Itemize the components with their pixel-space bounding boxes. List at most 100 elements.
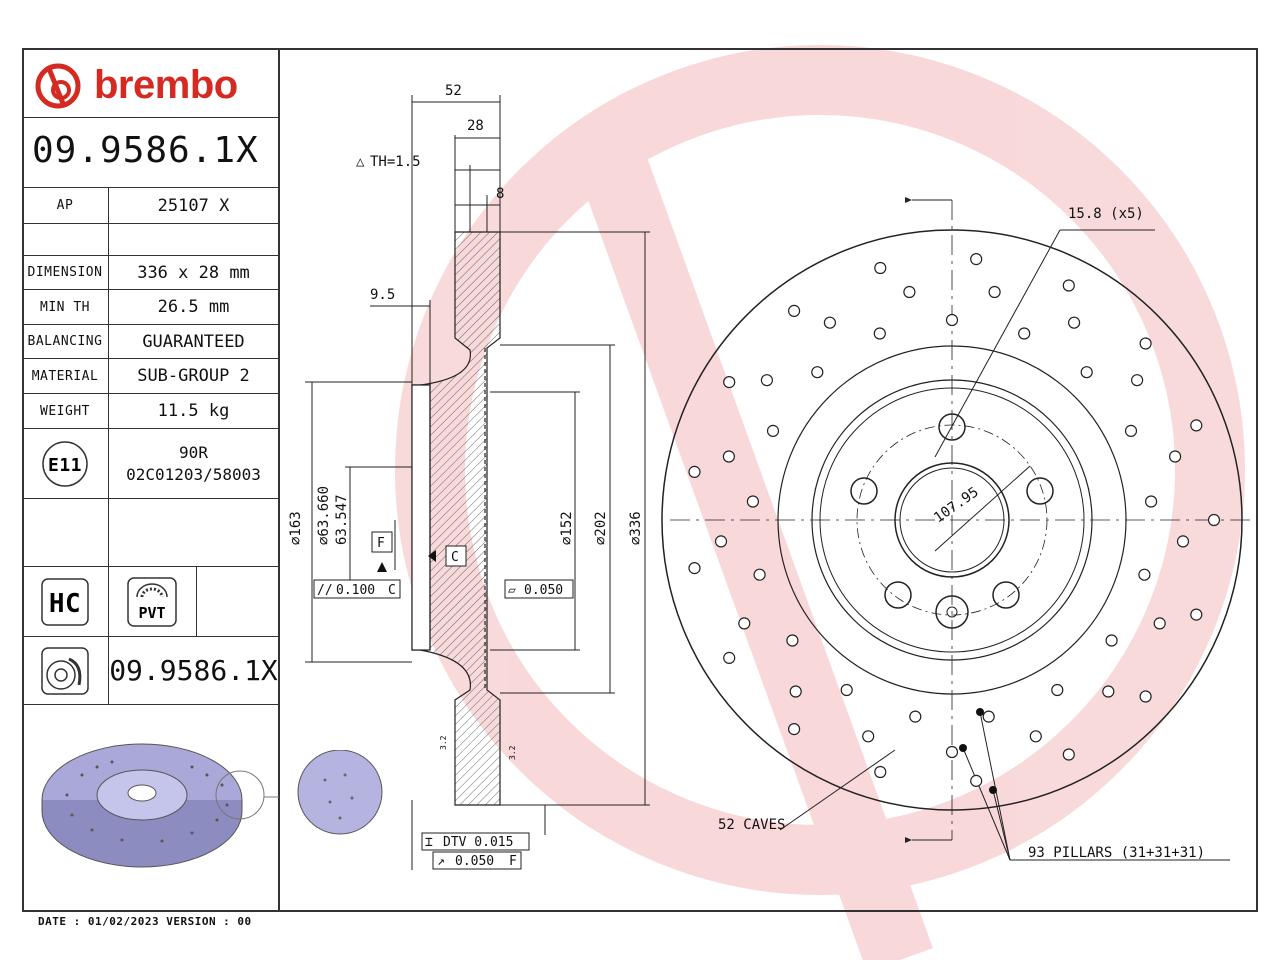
drill-hole	[1190, 419, 1203, 432]
dimension-lines	[305, 95, 650, 870]
homologation-text: 90R 02C01203/58003	[108, 429, 279, 498]
front-view-labels: 15.8 (x5) 107.95 52 CAVES 93 PILLARS (31…	[718, 206, 1205, 861]
datum-c: C	[451, 550, 459, 565]
parallel-icon: //	[317, 583, 333, 598]
brembo-logo-icon	[35, 63, 81, 109]
homologation-line2: 02C01203/58003	[126, 464, 261, 484]
spec-label: BALANCING	[22, 325, 109, 358]
part-number: 09.9586.1X	[32, 130, 259, 171]
pvt-cell: PVT	[108, 567, 197, 636]
homologation-line1: 90R	[179, 442, 208, 462]
spec-value: 25107 X	[157, 195, 230, 216]
brand-name: brembo	[94, 62, 238, 107]
drill-hole	[1176, 535, 1190, 548]
datum-boxes	[313, 531, 574, 870]
hc-badge: HC	[49, 589, 81, 619]
dim-9-5: 9.5	[370, 287, 395, 303]
spec-label: MATERIAL	[22, 359, 109, 393]
drill-hole	[760, 374, 774, 387]
drill-hole	[1168, 450, 1182, 463]
drill-hole	[1139, 690, 1152, 703]
drill-hole	[1062, 279, 1075, 292]
drill-hole	[787, 304, 801, 317]
spec-row-material: MATERIAL SUB-GROUP 2	[22, 359, 279, 394]
drill-hole	[1051, 683, 1064, 697]
pillar-marker	[989, 786, 997, 794]
dia-336: ⌀336	[628, 511, 644, 545]
drill-hole	[1105, 634, 1118, 647]
drill-hole	[1067, 316, 1081, 329]
drill-hole	[1018, 327, 1031, 340]
section-labels: 52 28 △ TH=1.5 8 9.5 ⌀163 ⌀63.660 63.547…	[288, 83, 644, 545]
homologation-row: E11 90R 02C01203/58003	[22, 429, 279, 499]
spec-row-min-th: MIN TH 26.5 mm	[22, 290, 279, 325]
front-view	[661, 197, 1255, 861]
drill-hole	[840, 683, 853, 697]
spec-row-weight: WEIGHT 11.5 kg	[22, 394, 279, 429]
drill-hole	[945, 745, 959, 759]
drill-hole	[753, 568, 766, 581]
drill-hole	[874, 261, 887, 275]
drill-hole	[970, 774, 983, 788]
drill-hole	[909, 710, 922, 723]
spec-label: AP	[22, 188, 109, 223]
small-32-right: 3.2	[508, 745, 517, 760]
spec-value: 11.5 kg	[157, 401, 230, 421]
drill-hole	[688, 561, 701, 575]
part-number-row: 09.9586.1X	[22, 118, 279, 188]
drill-holes	[688, 253, 1221, 794]
drill-hole	[787, 722, 801, 736]
drill-hole	[945, 313, 959, 327]
tol-parallel-ref: C	[388, 583, 396, 598]
datum-c-triangle-icon	[428, 550, 436, 562]
drill-hole	[714, 535, 728, 548]
datum-f-triangle-icon	[377, 562, 387, 572]
spec-label: DIMENSION	[22, 256, 109, 289]
logo-row: brembo	[22, 48, 279, 118]
drill-hole	[903, 285, 916, 299]
drill-hole	[786, 634, 799, 647]
spec-row-blank	[22, 224, 279, 256]
drill-hole	[988, 285, 1001, 299]
tol-parallel: 0.100	[336, 583, 375, 598]
dia-163: ⌀163	[288, 511, 304, 545]
caves-callout: 52 CAVES	[718, 817, 785, 833]
dtv-icon: ⌶	[425, 835, 433, 850]
drill-hole	[1102, 685, 1115, 698]
hc-badge-icon: HC	[41, 577, 89, 626]
disc-3d-illustration	[41, 743, 298, 868]
drill-hole	[1080, 366, 1093, 379]
e11-mark: E11	[48, 455, 82, 476]
pillars-callout: 93 PILLARS (31+31+31)	[1028, 845, 1205, 861]
spec-value: 336 x 28 mm	[137, 262, 250, 283]
spec-value: GUARANTEED	[142, 331, 245, 352]
spec-label	[22, 224, 109, 255]
tol-flat: 0.050	[524, 583, 563, 598]
drill-hole	[874, 765, 887, 779]
dim-th: TH=1.5	[370, 154, 421, 170]
disc-wear-icon	[41, 646, 89, 695]
datum-f: F	[377, 536, 385, 551]
spec-row-balancing: BALANCING GUARANTEED	[22, 325, 279, 359]
disc-render	[22, 705, 298, 912]
drill-hole	[738, 617, 751, 630]
drill-hole	[688, 465, 701, 478]
e11-cell: E11	[22, 429, 109, 498]
drill-hole	[1190, 608, 1203, 621]
spec-row-ap: AP 25107 X	[22, 188, 279, 224]
drill-hole	[723, 651, 736, 665]
dia-63-547: 63.547	[334, 494, 350, 545]
drill-hole	[1130, 374, 1144, 387]
title-block: brembo 09.9586.1X AP 25107 X DIMENSION 3…	[22, 48, 298, 912]
surface-detail	[297, 750, 383, 835]
spec-value: SUB-GROUP 2	[137, 366, 250, 386]
spec-value: 26.5 mm	[157, 297, 230, 317]
spec-label: MIN TH	[22, 290, 109, 324]
drill-hole	[862, 730, 875, 743]
cross-section	[411, 231, 501, 806]
drill-hole	[1029, 730, 1042, 743]
datum-labels: F C // 0.100 C ▱ 0.050 ⌶ DTV 0.015 ↗ 0.0…	[317, 536, 563, 869]
pillar-marker	[976, 708, 984, 716]
drill-hole	[723, 376, 736, 389]
